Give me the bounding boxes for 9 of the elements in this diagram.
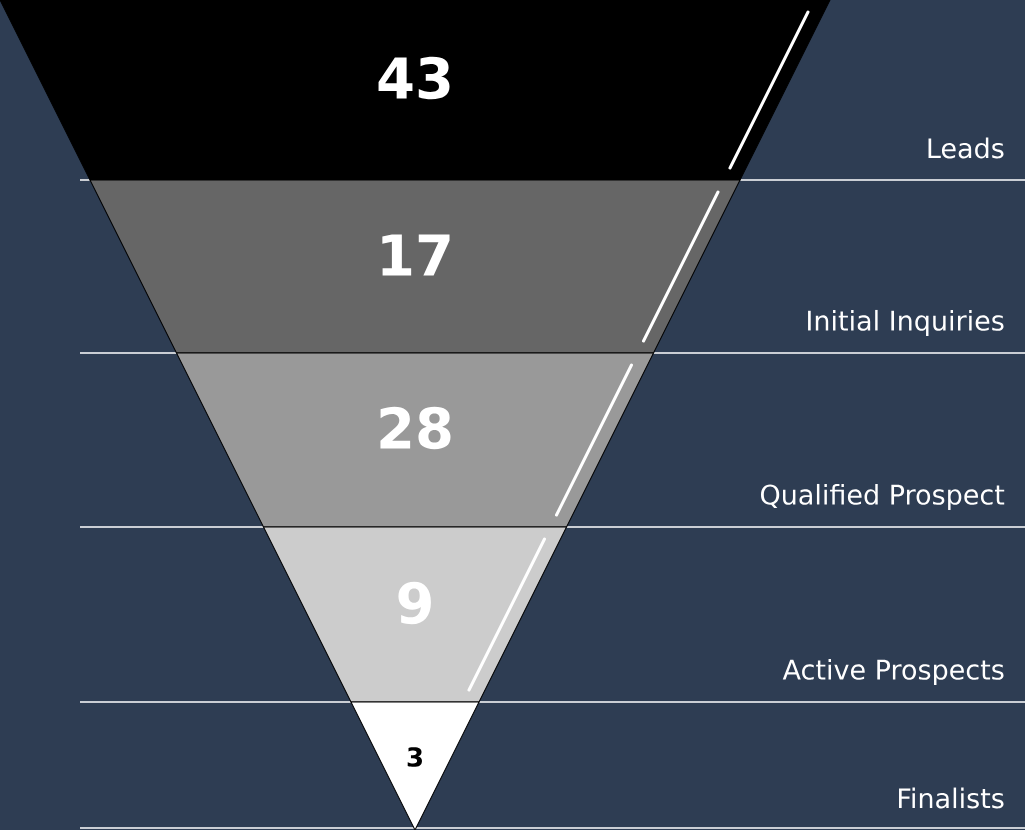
funnel-band: 28 [176,352,654,528]
stage-label: Leads [928,137,1004,159]
stage-label: Qualified Prospect [761,483,1005,511]
stage-label: Initial Inquiries [808,309,1004,337]
funnel-band: 3 [350,701,480,830]
stage-label: Active Prospects [782,658,1004,686]
stage-label: Finalists [899,787,1004,809]
funnel-band: 17 [89,179,741,354]
funnel-band: 43 [0,0,831,181]
